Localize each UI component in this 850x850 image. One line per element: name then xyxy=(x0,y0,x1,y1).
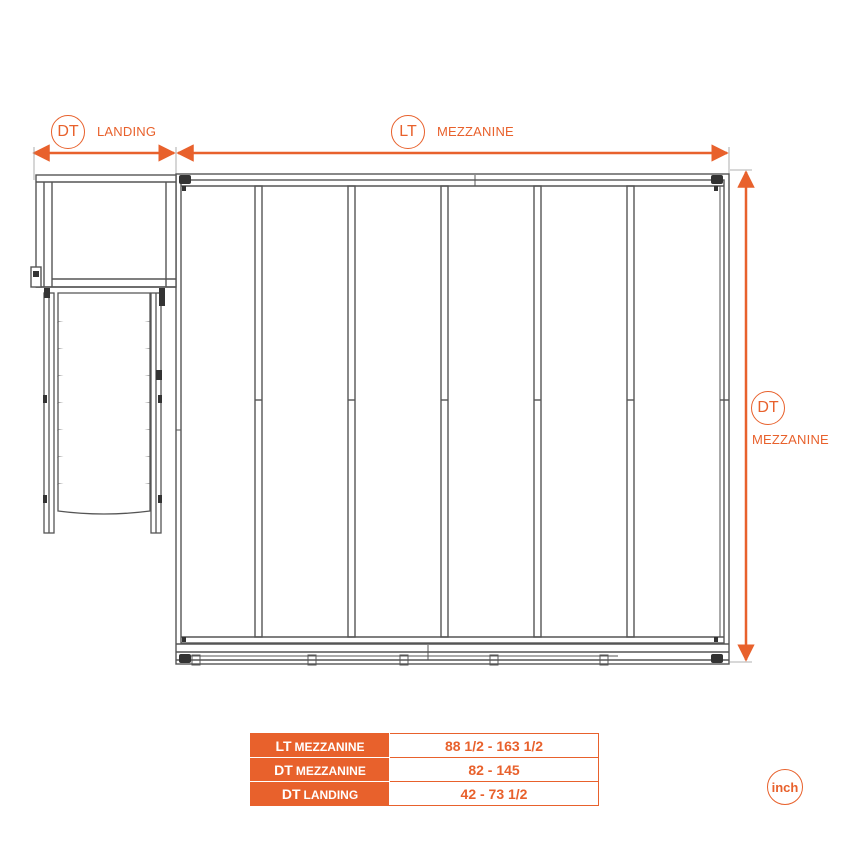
spec-value-cell: 88 1/2 - 163 1/2 xyxy=(389,733,599,758)
landing xyxy=(30,174,177,288)
unit-badge: inch xyxy=(767,769,803,805)
stair xyxy=(43,288,165,534)
deck-joists xyxy=(254,185,729,638)
mezzanine-deck xyxy=(175,173,730,666)
corner-brackets xyxy=(179,175,723,663)
landing-width-abbr: DT xyxy=(57,123,79,140)
stair-treads xyxy=(57,292,151,515)
spec-value-cell: 82 - 145 xyxy=(389,757,599,782)
mezzanine-length-abbr: LT xyxy=(399,123,417,140)
mezzanine-length-label: MEZZANINE xyxy=(437,124,514,139)
mezzanine-depth-abbr-badge: DT xyxy=(751,391,785,425)
mezzanine-depth-label: MEZZANINE xyxy=(752,432,829,447)
front-rail xyxy=(190,645,618,666)
dimension-lines xyxy=(32,144,755,663)
landing-width-label: LANDING xyxy=(97,124,157,139)
mezzanine-depth-abbr: DT xyxy=(757,399,779,416)
spec-value-cell: 42 - 73 1/2 xyxy=(389,781,599,806)
landing-width-abbr-badge: DT xyxy=(51,115,85,149)
mezzanine-length-abbr-badge: LT xyxy=(391,115,425,149)
unit-label: inch xyxy=(771,779,799,795)
